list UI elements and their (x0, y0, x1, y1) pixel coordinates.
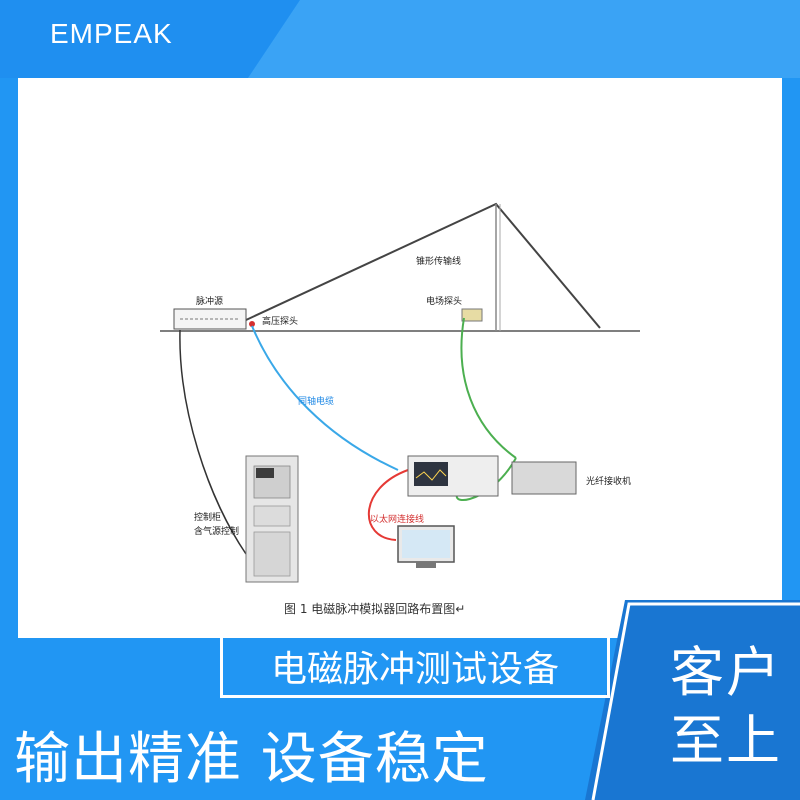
label-fiber-receiver: 光纤接收机 (586, 477, 632, 487)
diagram-caption: 图 1 电磁脉冲模拟器回路布置图↵ (284, 602, 466, 616)
slogan-text: 输出精准 设备稳定 (14, 727, 489, 792)
label-hv-probe: 高压探头 (262, 317, 299, 327)
ethernet-cable-line (368, 469, 409, 541)
corner-text-line1: 客户 (670, 641, 782, 704)
corner-badge (585, 600, 800, 800)
coax-cable-line (251, 325, 399, 471)
label-pulse-source: 脉冲源 (196, 297, 224, 307)
product-title-box: 电磁脉冲测试设备 (220, 634, 610, 698)
label-control-cabinet: 控制柜 (194, 513, 222, 523)
hv-probe-marker (249, 321, 255, 327)
label-coax-cable: 同轴电缆 (298, 397, 335, 407)
emp-circuit-diagram (160, 202, 640, 583)
corner-text-line2: 至上 (670, 709, 782, 772)
diagram-panel: 脉冲源 高压探头 锥形传输线 电场探头 同轴电缆 光纤接收机 以太网连接线 控制… (18, 78, 782, 638)
product-title: 电磁脉冲测试设备 (270, 649, 559, 690)
field-probe-box (461, 308, 483, 322)
fiber-receiver-box (511, 461, 577, 495)
control-cable (179, 329, 247, 555)
label-ethernet: 以太网连接线 (370, 515, 425, 525)
label-gas-control: 含气源控制 (194, 527, 240, 537)
label-field-probe: 电场探头 (426, 297, 463, 307)
brand-logo-text: EMPEAK (50, 18, 173, 49)
label-conical-line: 锥形传输线 (416, 257, 462, 267)
